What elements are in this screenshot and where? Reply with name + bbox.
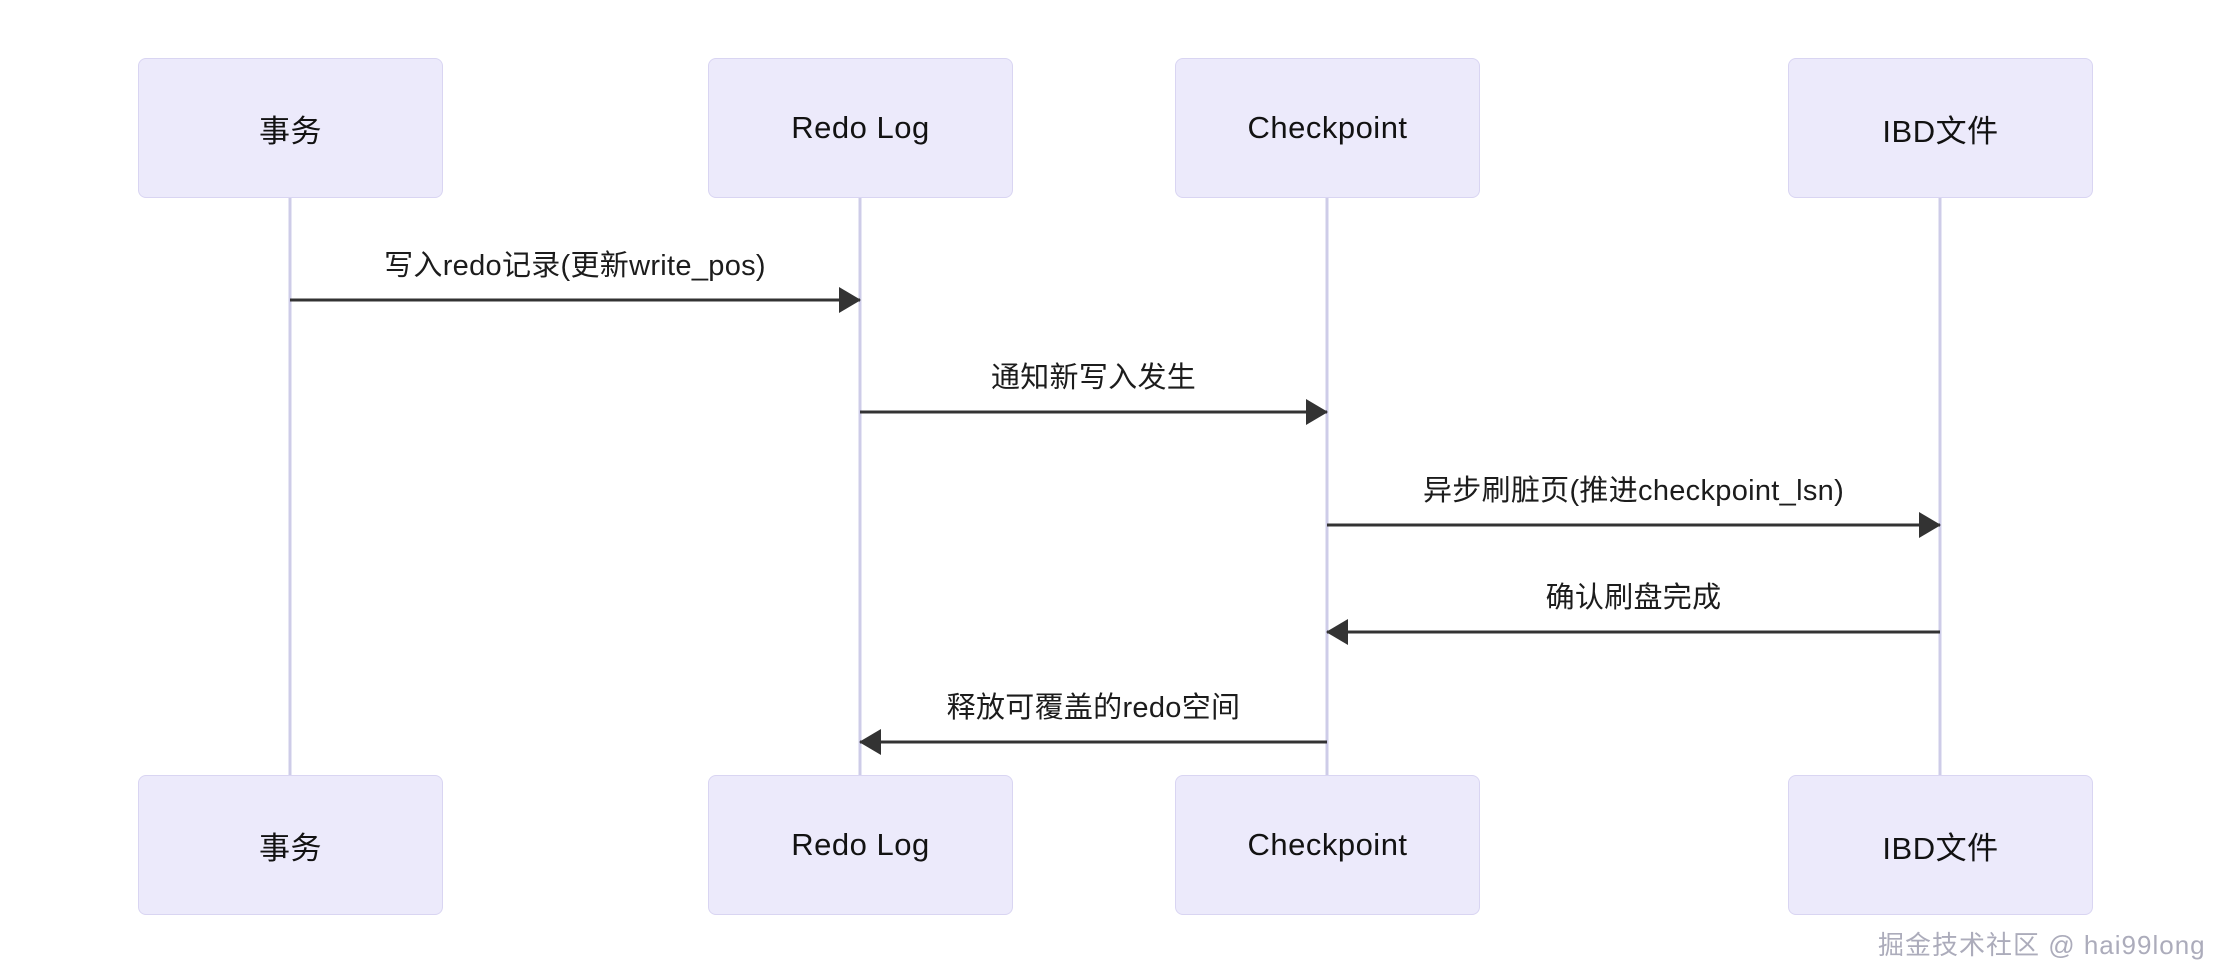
arrowhead-right-icon	[1306, 399, 1328, 425]
lifeline-transaction	[288, 198, 292, 775]
arrowhead-right-icon	[839, 287, 861, 313]
participant-label-checkpoint: Checkpoint	[1247, 827, 1408, 862]
participant-label-checkpoint: Checkpoint	[1247, 110, 1408, 145]
participant-box-transaction-bottom[interactable]: 事务	[138, 775, 443, 915]
message-label-notify-new-write: 通知新写入发生	[990, 362, 1197, 394]
arrowhead-left-icon	[859, 729, 881, 755]
participant-box-ibd-file-top[interactable]: IBD文件	[1788, 58, 2093, 198]
participant-label-transaction: 事务	[259, 113, 322, 149]
participant-label-transaction: 事务	[259, 830, 322, 866]
participant-box-redo-log-top[interactable]: Redo Log	[708, 58, 1013, 198]
message-line-release-redo-space	[860, 740, 1327, 744]
message-line-confirm-flush-done	[1327, 630, 1940, 634]
participant-box-redo-log-bottom[interactable]: Redo Log	[708, 775, 1013, 915]
watermark: 掘金技术社区 @ hai99long	[1878, 930, 2206, 960]
message-label-confirm-flush-done: 确认刷盘完成	[1545, 582, 1722, 614]
message-line-write-redo-record	[290, 298, 860, 302]
participant-box-ibd-file-bottom[interactable]: IBD文件	[1788, 775, 2093, 915]
arrowhead-left-icon	[1326, 619, 1348, 645]
message-label-async-flush-dirty-pages: 异步刷脏页(推进checkpoint_lsn)	[1422, 475, 1845, 507]
participant-box-transaction-top[interactable]: 事务	[138, 58, 443, 198]
lifeline-redo-log	[858, 198, 862, 775]
lifeline-ibd-file	[1938, 198, 1942, 775]
message-label-write-redo-record: 写入redo记录(更新write_pos)	[384, 250, 766, 282]
participant-box-checkpoint-bottom[interactable]: Checkpoint	[1175, 775, 1480, 915]
arrowhead-right-icon	[1919, 512, 1941, 538]
participant-label-ibd-file: IBD文件	[1882, 830, 1999, 866]
participant-box-checkpoint-top[interactable]: Checkpoint	[1175, 58, 1480, 198]
message-line-notify-new-write	[860, 410, 1327, 414]
lifeline-checkpoint	[1325, 198, 1329, 775]
participant-label-redo-log: Redo Log	[791, 110, 930, 145]
participant-label-ibd-file: IBD文件	[1882, 113, 1999, 149]
message-line-async-flush-dirty-pages	[1327, 523, 1940, 527]
message-label-release-redo-space: 释放可覆盖的redo空间	[946, 692, 1241, 724]
participant-label-redo-log: Redo Log	[791, 827, 930, 862]
